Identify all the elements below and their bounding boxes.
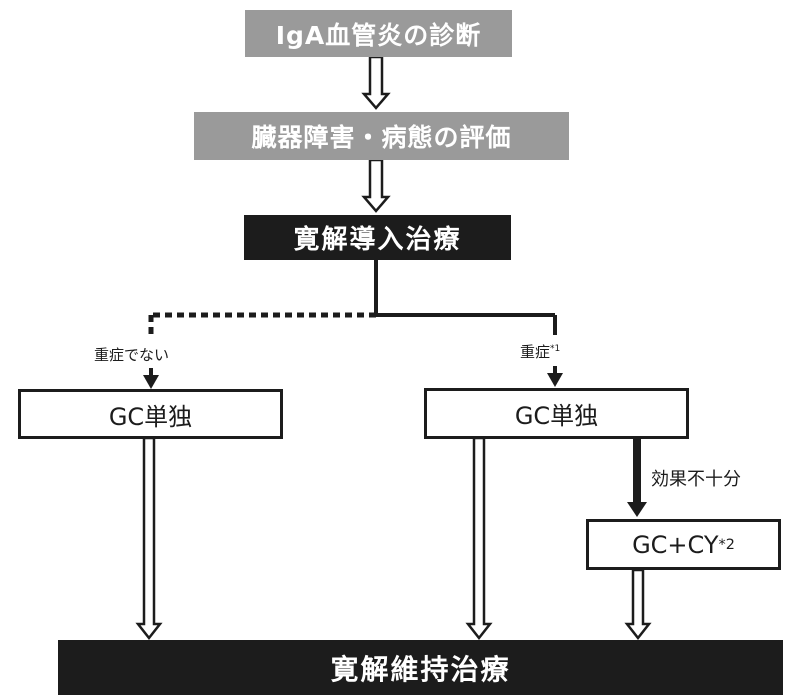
not-severe-arrow-head <box>143 375 159 389</box>
gc-alone-left-box: GC単独 <box>18 389 283 439</box>
assessment-box: 臓器障害・病態の評価 <box>194 112 569 160</box>
insufficient-label: 効果不十分 <box>651 469 741 490</box>
gc-cy-footnote: *2 <box>718 536 735 553</box>
severe-footnote: *1 <box>550 344 561 354</box>
maintenance-label: 寛解維持治療 <box>330 652 511 686</box>
arrow-assessment-to-induction <box>361 158 391 213</box>
diagnosis-box: IgA血管炎の診断 <box>245 10 512 57</box>
severe-label: 重症*1 <box>520 341 560 362</box>
severe-arrow-head <box>547 373 563 387</box>
insufficient-arrow-head <box>627 502 647 517</box>
arrow-right-gc-to-maintenance <box>465 436 493 641</box>
gc-alone-right-box: GC単独 <box>424 388 689 439</box>
gc-alone-left-label: GC単独 <box>108 402 193 431</box>
arrow-gccy-to-maintenance <box>624 568 652 641</box>
gc-cy-box: GC+CY*2 <box>586 519 781 570</box>
gc-alone-right-label: GC単独 <box>514 402 599 430</box>
arrow-left-gc-to-maintenance <box>135 436 163 641</box>
severe-text: 重症 <box>520 343 551 361</box>
induction-box: 寛解導入治療 <box>244 215 511 260</box>
maintenance-box: 寛解維持治療 <box>58 640 783 695</box>
gc-cy-label: GC+CY <box>632 530 719 559</box>
arrow-diagnosis-to-assessment <box>361 55 391 110</box>
assessment-label: 臓器障害・病態の評価 <box>251 123 512 152</box>
induction-label: 寛解導入治療 <box>293 225 462 255</box>
diagnosis-label: IgA血管炎の診断 <box>275 20 482 50</box>
not-severe-label: 重症でない <box>94 346 170 364</box>
